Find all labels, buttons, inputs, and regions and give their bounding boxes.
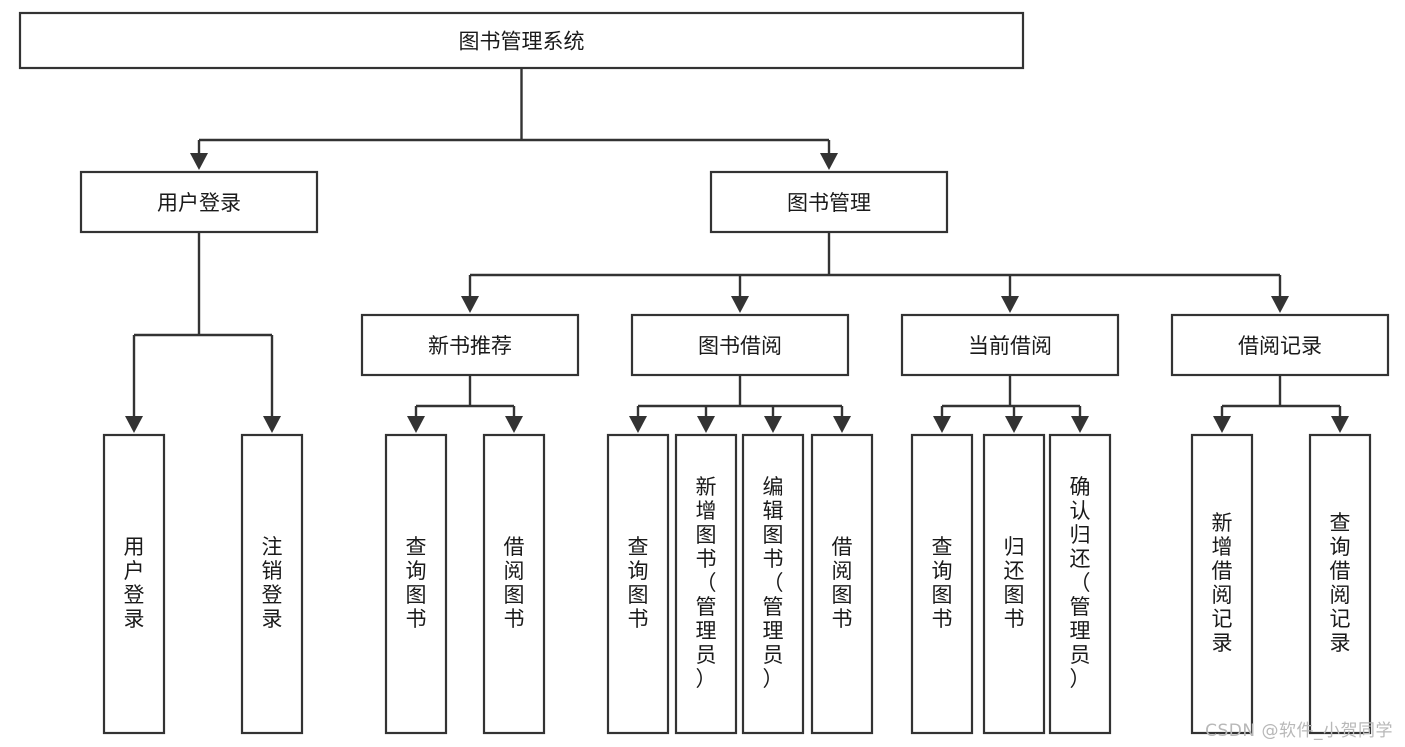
node-leaf-8-rect[interactable] (910, 433, 974, 735)
node-leaf-4-rect[interactable] (606, 433, 670, 735)
arrow-head-icon (263, 416, 281, 433)
node-leaf-0[interactable]: 用户登录 (102, 433, 166, 735)
node-leaf-4-label: 查询图书 (628, 535, 649, 631)
node-leaf-6-label: 编辑图书（管理员） (763, 475, 784, 691)
node-level3-2[interactable]: 当前借阅 (900, 313, 1120, 377)
node-leaf-5-label: 新增图书（管理员） (696, 475, 717, 691)
arrow-head-icon (629, 416, 647, 433)
node-root-book-management-system-label: 图书管理系统 (459, 30, 585, 54)
node-leaf-6-rect[interactable] (741, 433, 805, 735)
node-leaf-9[interactable]: 归还图书 (982, 433, 1046, 735)
node-leaf-12[interactable]: 查询借阅记录 (1308, 433, 1372, 735)
arrow-head-icon (697, 416, 715, 433)
node-leaf-7[interactable]: 借阅图书 (810, 433, 874, 735)
arrow-head-icon (833, 416, 851, 433)
node-level3-0-label: 新书推荐 (428, 334, 512, 358)
node-leaf-0-rect[interactable] (102, 433, 166, 735)
node-leaf-3[interactable]: 借阅图书 (482, 433, 546, 735)
node-leaf-11-label: 新增借阅记录 (1212, 511, 1233, 655)
node-leaf-11-rect[interactable] (1190, 433, 1254, 735)
node-leaf-5[interactable]: 新增图书（管理员） (674, 433, 738, 735)
node-level3-1[interactable]: 图书借阅 (630, 313, 850, 377)
node-level2-1-rect[interactable] (709, 170, 949, 234)
node-layer: 图书管理系统用户登录图书管理新书推荐图书借阅当前借阅借阅记录用户登录注销登录查询… (18, 11, 1390, 735)
node-level2-0[interactable]: 用户登录 (79, 170, 319, 234)
arrow-head-icon (1213, 416, 1231, 433)
node-leaf-12-rect[interactable] (1308, 433, 1372, 735)
node-leaf-0-label: 用户登录 (124, 535, 145, 631)
arrow-head-icon (190, 153, 208, 170)
node-level3-1-label: 图书借阅 (698, 334, 782, 358)
node-root-book-management-system[interactable]: 图书管理系统 (18, 11, 1025, 70)
node-level3-3-rect[interactable] (1170, 313, 1390, 377)
node-leaf-1-rect[interactable] (240, 433, 304, 735)
node-leaf-10-label: 确认归还（管理员） (1070, 475, 1091, 691)
arrow-head-icon (1071, 416, 1089, 433)
arrow-head-icon (1001, 296, 1019, 313)
node-leaf-5-rect[interactable] (674, 433, 738, 735)
arrow-head-icon (461, 296, 479, 313)
node-leaf-1[interactable]: 注销登录 (240, 433, 304, 735)
arrow-head-icon (1331, 416, 1349, 433)
node-leaf-11[interactable]: 新增借阅记录 (1190, 433, 1254, 735)
node-leaf-2-label: 查询图书 (406, 535, 427, 631)
node-leaf-2[interactable]: 查询图书 (384, 433, 448, 735)
node-leaf-2-rect[interactable] (384, 433, 448, 735)
arrow-head-icon (764, 416, 782, 433)
node-level3-2-label: 当前借阅 (968, 334, 1052, 358)
node-leaf-10[interactable]: 确认归还（管理员） (1048, 433, 1112, 735)
node-leaf-7-label: 借阅图书 (832, 535, 853, 631)
node-leaf-3-label: 借阅图书 (504, 535, 525, 631)
node-level2-1-label: 图书管理 (787, 191, 871, 215)
node-level3-3[interactable]: 借阅记录 (1170, 313, 1390, 377)
node-level2-0-rect[interactable] (79, 170, 319, 234)
node-leaf-1-label: 注销登录 (262, 535, 283, 631)
node-leaf-10-rect[interactable] (1048, 433, 1112, 735)
node-leaf-3-rect[interactable] (482, 433, 546, 735)
node-leaf-4[interactable]: 查询图书 (606, 433, 670, 735)
node-leaf-7-rect[interactable] (810, 433, 874, 735)
arrow-head-icon (731, 296, 749, 313)
node-level3-3-label: 借阅记录 (1238, 334, 1322, 358)
node-level3-1-rect[interactable] (630, 313, 850, 377)
node-leaf-9-label: 归还图书 (1004, 535, 1025, 631)
arrow-head-icon (1271, 296, 1289, 313)
node-level3-2-rect[interactable] (900, 313, 1120, 377)
arrow-head-icon (505, 416, 523, 433)
connector-layer (125, 68, 1349, 433)
node-level2-1[interactable]: 图书管理 (709, 170, 949, 234)
node-leaf-9-rect[interactable] (982, 433, 1046, 735)
node-level3-0[interactable]: 新书推荐 (360, 313, 580, 377)
node-leaf-8-label: 查询图书 (932, 535, 953, 631)
arrow-head-icon (407, 416, 425, 433)
node-leaf-6[interactable]: 编辑图书（管理员） (741, 433, 805, 735)
node-leaf-12-label: 查询借阅记录 (1330, 511, 1351, 655)
node-level2-0-label: 用户登录 (157, 191, 241, 215)
arrow-head-icon (1005, 416, 1023, 433)
arrow-head-icon (820, 153, 838, 170)
node-leaf-8[interactable]: 查询图书 (910, 433, 974, 735)
arrow-head-icon (125, 416, 143, 433)
node-level3-0-rect[interactable] (360, 313, 580, 377)
arrow-head-icon (933, 416, 951, 433)
node-root-book-management-system-rect[interactable] (18, 11, 1025, 70)
csdn-watermark: CSDN @软件_小贺同学 (1205, 721, 1393, 741)
